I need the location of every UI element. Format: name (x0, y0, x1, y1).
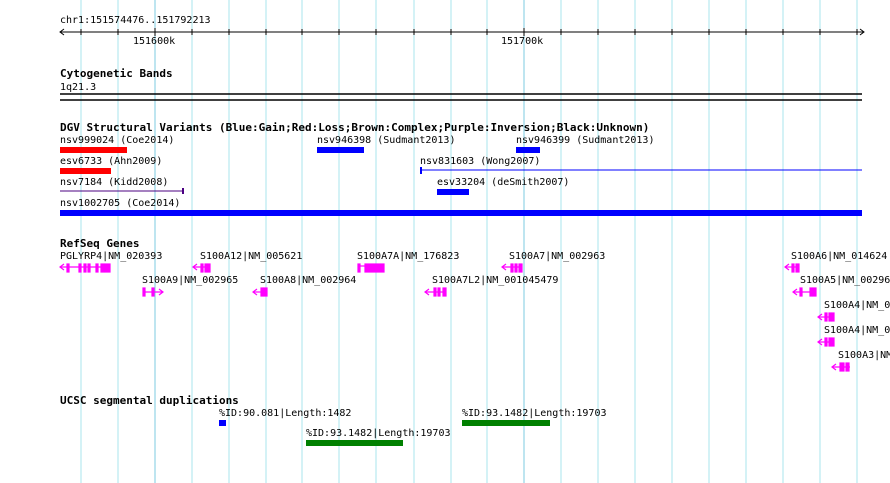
gene-label: S100A4|NM_0 (824, 325, 890, 336)
gene-label: S100A7L2|NM_001045479 (432, 275, 559, 286)
dgv-loss-nsv999024[interactable] (60, 147, 127, 153)
dgv-gain-nsv831603[interactable] (420, 167, 862, 174)
segdup-2[interactable] (462, 420, 550, 426)
dgv-gain-nsv946398[interactable] (317, 147, 364, 153)
gene-label: S100A7A|NM_176823 (357, 251, 460, 262)
dgv-gain-nsv946399[interactable] (516, 147, 540, 153)
cytoband-label: 1q21.3 (60, 82, 97, 93)
segdup-1[interactable] (219, 420, 226, 426)
gene-glyph-s100a4-2[interactable] (817, 337, 835, 347)
tick-label: 151600k (133, 36, 176, 47)
gene-label: S100A8|NM_002964 (260, 275, 357, 286)
gene-label: S100A5|NM_00296 (800, 275, 890, 286)
dgv-gain-esv33204[interactable] (437, 189, 469, 195)
gene-glyph-s100a8[interactable] (252, 287, 268, 297)
dgv-label: nsv946399 (Sudmant2013) (516, 135, 655, 146)
dgv-label: nsv831603 (Wong2007) (420, 156, 541, 167)
gene-glyph-s100a9[interactable] (142, 287, 164, 297)
gene-glyph-s100a7l2[interactable] (424, 287, 447, 297)
grid-lines (80, 0, 858, 483)
dgv-label: nsv946398 (Sudmant2013) (317, 135, 456, 146)
track-title-segdup[interactable]: UCSC segmental duplications (60, 394, 239, 407)
gene-glyph-s100a4-1[interactable] (817, 312, 835, 322)
dgv-label: nsv1002705 (Coe2014) (60, 198, 181, 209)
dgv-inversion-nsv7184[interactable] (60, 188, 184, 194)
cytoband-bar (60, 93, 862, 101)
dgv-loss-esv6733[interactable] (60, 168, 111, 174)
gene-label: PGLYRP4|NM_020393 (60, 251, 163, 262)
track-title-refseq[interactable]: RefSeq Genes (60, 237, 140, 250)
gene-label: S100A9|NM_002965 (142, 275, 239, 286)
gene-glyph-s100a7[interactable] (501, 263, 523, 273)
gene-glyph-s100a5[interactable] (792, 287, 817, 297)
gene-label: S100A6|NM_014624 (791, 251, 888, 262)
track-title-dgv[interactable]: DGV Structural Variants (Blue:Gain;Red:L… (60, 121, 650, 134)
dgv-label: esv6733 (Ahn2009) (60, 156, 163, 167)
segdup-label: %ID:93.1482|Length:19703 (306, 428, 451, 439)
gene-glyph-s100a6[interactable] (784, 263, 800, 273)
dgv-gain-nsv1002705[interactable] (60, 210, 862, 216)
track-title-cytoband[interactable]: Cytogenetic Bands (60, 67, 173, 80)
gene-glyph-s100a3[interactable] (831, 362, 850, 372)
segdup-label: %ID:90.081|Length:1482 (219, 408, 352, 419)
tick-label: 151700k (501, 36, 544, 47)
gene-glyph-pglyrp4[interactable] (59, 263, 111, 273)
segdup-features (219, 420, 550, 446)
gene-label: S100A12|NM_005621 (200, 251, 303, 262)
segdup-label: %ID:93.1482|Length:19703 (462, 408, 607, 419)
refseq-glyphs (59, 263, 850, 372)
dgv-features (60, 147, 862, 216)
gene-glyph-s100a7a[interactable] (357, 263, 385, 273)
region-label: chr1:151574476..151792213 (60, 15, 211, 26)
gene-label: S100A4|NM_0 (824, 300, 890, 311)
ruler-axis (59, 28, 865, 36)
dgv-label: nsv7184 (Kidd2008) (60, 177, 169, 188)
dgv-label: nsv999024 (Coe2014) (60, 135, 175, 146)
gene-glyph-s100a12[interactable] (192, 263, 211, 273)
gene-label: S100A3|NM_ (838, 350, 890, 361)
segdup-3[interactable] (306, 440, 403, 446)
dgv-label: esv33204 (deSmith2007) (437, 177, 570, 188)
gene-label: S100A7|NM_002963 (509, 251, 606, 262)
